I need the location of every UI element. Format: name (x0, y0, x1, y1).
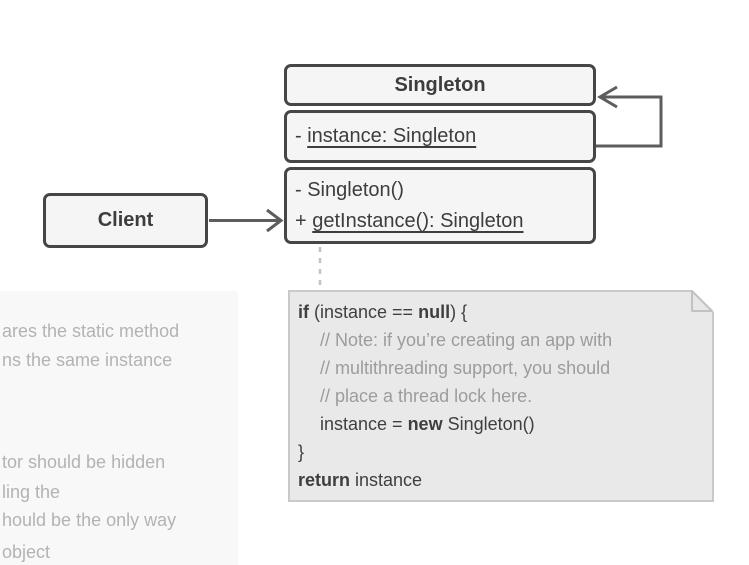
description-fragment: tor should be hidden (2, 452, 166, 472)
description-fragment: object (2, 542, 51, 562)
client-class-title: Client (97, 209, 154, 231)
description-panel: ares the static method ns the same insta… (0, 291, 238, 565)
client-class-box: Client (43, 193, 208, 248)
singleton-field-instance: - instance: Singleton (295, 121, 476, 152)
note-folded-corner-icon (691, 290, 714, 312)
code-line-comment: // Note: if you’re creating an app with (320, 330, 613, 350)
singleton-method-constructor: - Singleton() (295, 175, 593, 206)
description-fragment: ling the (2, 482, 61, 502)
singleton-methods-compartment: - Singleton() + getInstance(): Singleton (284, 167, 596, 244)
method-text: Singleton() (307, 179, 404, 201)
singleton-class-title: Singleton (394, 73, 486, 96)
code-line-comment: // place a thread lock here. (320, 386, 533, 406)
code-line-if: if (instance == null) { (298, 302, 468, 322)
singleton-class-title-compartment: Singleton (284, 64, 596, 106)
code-line-brace: } (298, 442, 305, 462)
static-field-text: instance: Singleton (307, 125, 477, 147)
singleton-method-getinstance: + getInstance(): Singleton (295, 206, 593, 237)
client-to-singleton-arrow (209, 208, 284, 233)
code-line-comment: // multithreading support, you should (320, 358, 611, 378)
description-fragment: ns the same instance (2, 350, 173, 370)
visibility-prefix: - (295, 125, 308, 147)
code-line-assignment: instance = new Singleton() (320, 414, 535, 434)
code-line-return: return instance (298, 470, 423, 490)
description-fragment: ares the static method (2, 321, 180, 341)
static-method-text: getInstance(): Singleton (312, 210, 524, 232)
description-fragment: hould be the only way (2, 510, 177, 530)
singleton-fields-compartment: - instance: Singleton (284, 110, 596, 163)
pseudocode-note: if (instance == null) { // Note: if you’… (288, 290, 714, 502)
visibility-prefix: - (295, 179, 308, 201)
visibility-prefix: + (295, 210, 313, 232)
singleton-self-reference-arrow (595, 85, 663, 148)
